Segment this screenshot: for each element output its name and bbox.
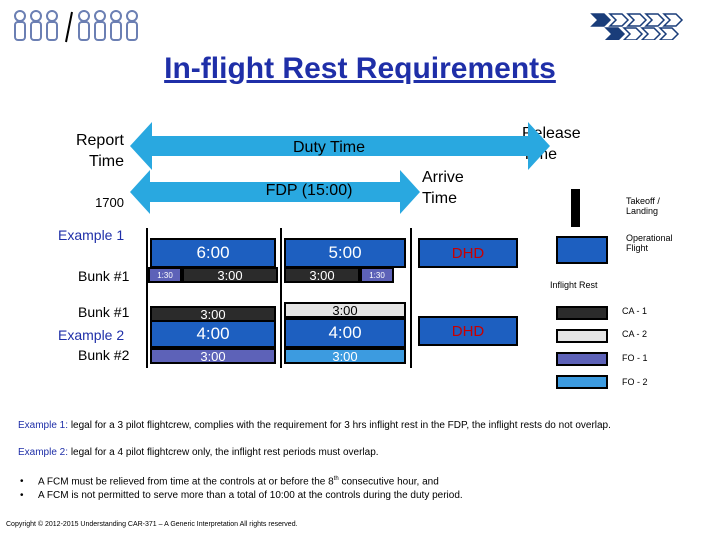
example1-rest-a: 3:00 [182,267,278,283]
legend-ca2-swatch [556,329,608,343]
bunk1-label-a: Bunk #1 [78,268,130,284]
chevron-banner-icon [590,13,684,40]
duty-time-arrow [130,122,550,170]
bullet-dot-1: • [20,476,24,487]
legend-ca1-label: CA - 1 [622,306,648,316]
legend-takeoff-label: Takeoff / Landing [626,196,660,216]
timeline-mid-line [280,228,282,368]
legend-fo2-label: FO - 2 [622,377,648,387]
example1-flight-b: 5:00 [284,238,406,268]
legend-takeoff-swatch [571,189,580,227]
fdp-label: FDP (15:00) [265,182,353,199]
bunk1-label-b: Bunk #1 [78,304,130,320]
duty-time-label: Duty Time [292,139,365,156]
example2-rest-bot-a: 3:00 [150,348,276,364]
page-title: In-flight Rest Requirements [164,52,556,85]
bullet-dot-2: • [20,490,24,501]
legend-fo1-label: FO - 1 [622,353,648,363]
legend-operational-swatch [556,236,608,264]
legend-ca1-swatch [556,306,608,320]
note-bullet-1-post: consecutive hour, and [341,476,439,488]
legend-fo2-swatch [556,375,608,389]
note-bullet-1-pre: A FCM must be relieved from time at the … [38,476,334,488]
note-example1-label: Example 1: [18,420,69,431]
example1-rest-b: 3:00 [284,267,360,283]
example2-label: Example 2 [58,327,125,343]
report-time-label: Report Time [75,132,124,170]
example1-label: Example 1 [58,227,125,243]
legend-fo1-swatch [556,352,608,366]
example1-rest-small-a: 1:30 [148,267,182,283]
footer-copyright: Copyright © 2012-2015 Understanding CAR-… [6,521,298,528]
note-example2-text: legal for a 4 pilot flightcrew only, the… [70,447,379,458]
example2-rest-top-b: 3:00 [284,302,406,318]
note-bullet-1-sup: th [333,476,339,482]
note-example2-label: Example 2: [18,447,69,458]
example2-flight-a: 4:00 [150,320,276,348]
bunk2-label: Bunk #2 [78,347,130,363]
example1-flight-a: 6:00 [150,238,276,268]
note-bullet-2: A FCM is not permitted to serve more tha… [38,490,463,501]
example2-rest-bot-b: 3:00 [284,348,406,364]
fdp-arrow [130,170,420,214]
crew-logo-icon [14,10,138,43]
legend-inflight-rest-label: Inflight Rest [550,280,598,290]
example1-rest-small-b: 1:30 [360,267,394,283]
legend-operational-label: Operational Flight [626,233,673,253]
example2-dhd: DHD [418,316,518,346]
arrive-time-label: Arrive Time [422,169,464,207]
timeline-start-line [146,228,148,368]
note-bullet-1: A FCM must be relieved from time at the … [38,476,708,487]
legend-ca2-label: CA - 2 [622,329,648,339]
note-example1: Example 1: legal for a 3 pilot flightcre… [18,420,708,431]
note-example2: Example 2: legal for a 4 pilot flightcre… [18,447,708,458]
example1-dhd: DHD [418,238,518,268]
start-time-label: 1700 [95,195,124,210]
example2-flight-b: 4:00 [284,318,406,348]
note-example1-text: legal for a 3 pilot flightcrew, complies… [70,420,611,431]
timeline-arrive-line [410,228,412,368]
